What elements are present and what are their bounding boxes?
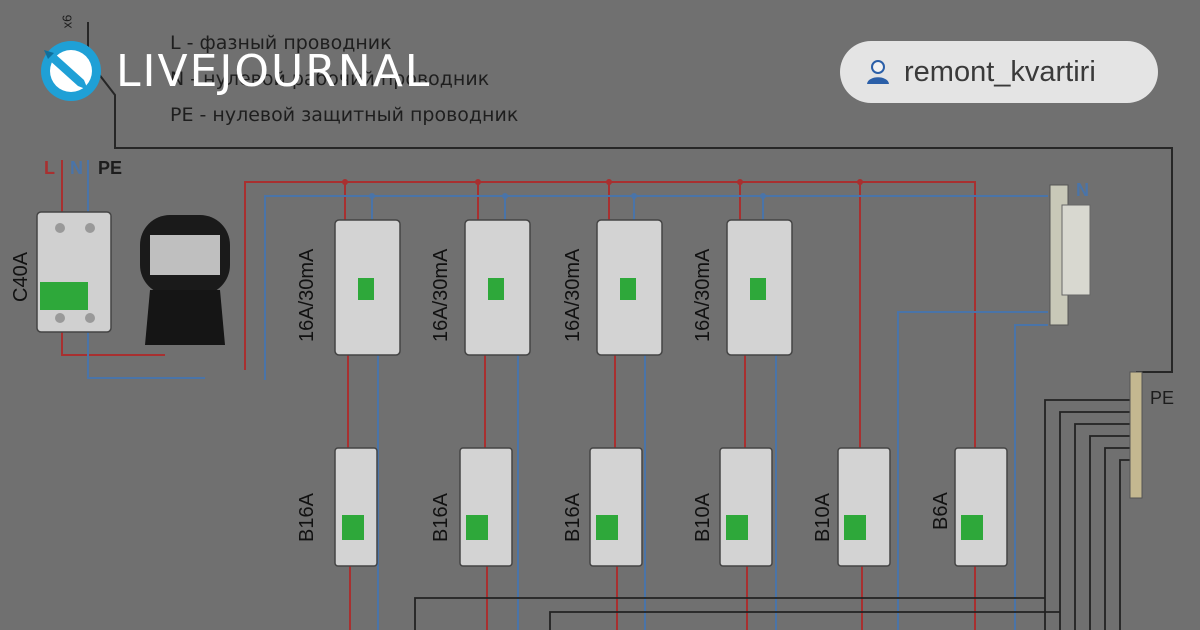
label-n: N: [70, 158, 83, 178]
main-breaker-rating: C40A: [10, 251, 32, 302]
username: remont_kvartiri: [904, 55, 1096, 88]
pe-branch-wires: [414, 399, 1132, 630]
rcd-devices: [334, 219, 793, 356]
user-badge[interactable]: remont_kvartiri: [840, 41, 1158, 103]
rcd-rating-2: 16A/30mA: [430, 248, 452, 342]
legend-phase: L - фазный проводник: [170, 32, 392, 54]
legend-neutral: N - нулевой рабочий проводник: [170, 68, 490, 90]
label-bus-n: N: [1076, 180, 1089, 200]
breaker-rating-3: B16A: [562, 493, 584, 542]
neutral-wires: [87, 160, 1048, 630]
neutral-bus-bar: [1049, 184, 1091, 326]
rcd-rating-3: 16A/30mA: [562, 248, 584, 342]
label-pe: PE: [98, 158, 123, 178]
user-icon: [867, 60, 889, 84]
neutral-dots: [369, 193, 766, 199]
circuit-breakers: [334, 447, 1008, 567]
livejournal-logo[interactable]: LIVEJOURNAL: [40, 40, 431, 102]
breaker-rating-1: B16A: [296, 493, 318, 542]
main-breaker: [36, 211, 112, 333]
breaker-rating-6: B6A: [930, 492, 952, 530]
brand-name: LIVEJOURNAL: [116, 45, 432, 97]
breaker-rating-4: B10A: [692, 493, 714, 542]
breaker-rating-5: B10A: [812, 493, 834, 542]
pe-bus-bar: [1129, 371, 1143, 499]
junction-dots: [342, 179, 863, 185]
label-top-mark: x6: [59, 14, 75, 29]
electric-meter: [140, 215, 230, 345]
label-l: L: [44, 158, 55, 178]
label-bus-pe: PE: [1150, 388, 1175, 408]
rcd-rating-1: 16A/30mA: [296, 248, 318, 342]
legend-pe: PE - нулевой защитный проводник: [170, 104, 519, 126]
breaker-rating-2: B16A: [430, 493, 452, 542]
livejournal-pencil-icon: [41, 41, 101, 101]
rcd-rating-4: 16A/30mA: [692, 248, 714, 342]
